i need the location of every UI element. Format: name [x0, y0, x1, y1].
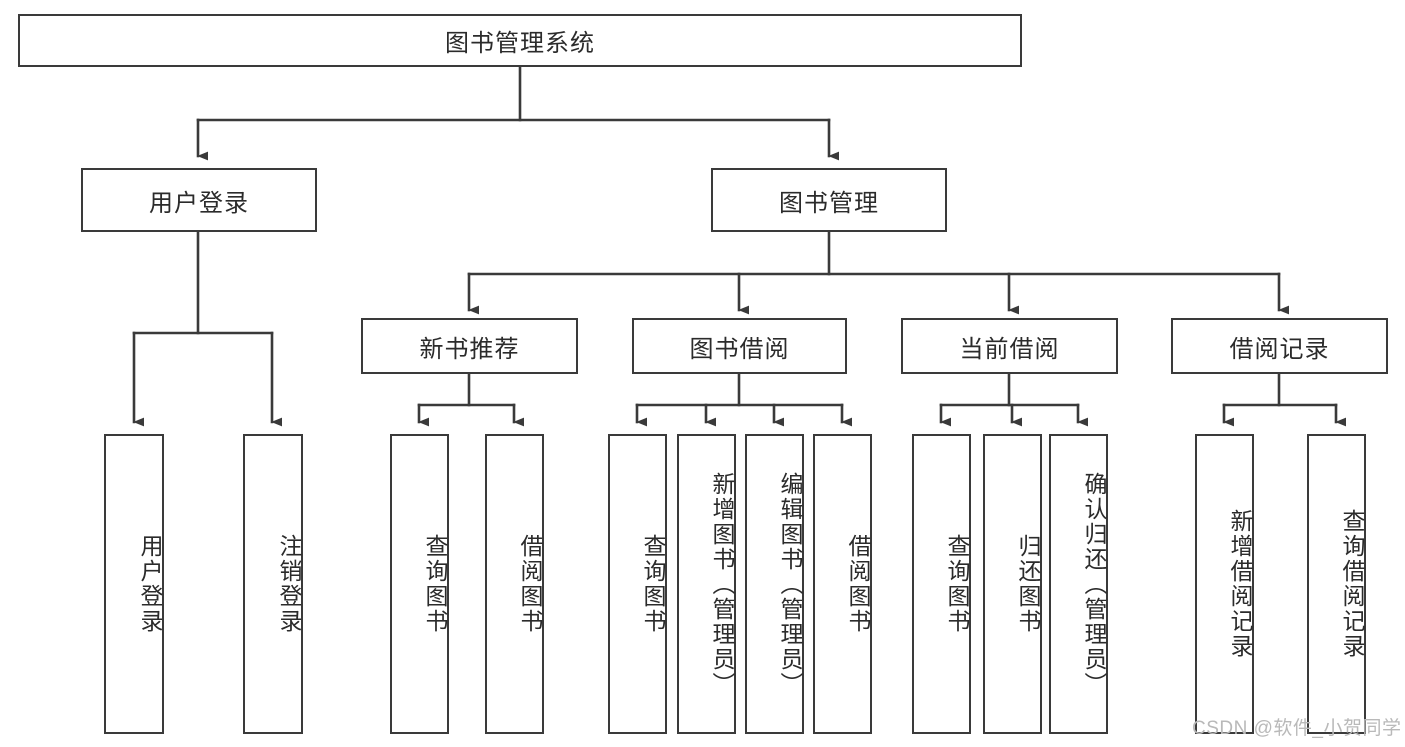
- node-leaf-query-book-1-label: 查询图书: [422, 534, 448, 634]
- node-leaf-borrow-book-2[interactable]: 借阅图书: [813, 434, 872, 734]
- node-leaf-borrow-book-2-label: 借阅图书: [845, 534, 871, 634]
- node-leaf-query-record-label: 查询借阅记录: [1339, 509, 1365, 659]
- node-leaf-borrow-book-1[interactable]: 借阅图书: [485, 434, 544, 734]
- node-root-label: 图书管理系统: [445, 30, 595, 57]
- node-current-borrow-label: 当前借阅: [959, 335, 1060, 363]
- node-leaf-user-login-label: 用户登录: [137, 534, 163, 634]
- node-leaf-borrow-book-1-label: 借阅图书: [517, 534, 543, 634]
- node-leaf-confirm-return-label: 确认归还（管理员）: [1081, 471, 1107, 697]
- node-book-borrow-label: 图书借阅: [689, 335, 790, 363]
- node-leaf-user-login[interactable]: 用户登录: [104, 434, 164, 734]
- node-leaf-logout-login[interactable]: 注销登录: [243, 434, 303, 734]
- node-leaf-query-book-2-label: 查询图书: [640, 534, 666, 634]
- node-leaf-edit-book[interactable]: 编辑图书（管理员）: [745, 434, 804, 734]
- node-leaf-query-record[interactable]: 查询借阅记录: [1307, 434, 1366, 734]
- node-leaf-add-book[interactable]: 新增图书（管理员）: [677, 434, 736, 734]
- node-book-management-label: 图书管理: [779, 189, 879, 217]
- node-leaf-add-record[interactable]: 新增借阅记录: [1195, 434, 1254, 734]
- node-new-book-recommend-label: 新书推荐: [419, 335, 520, 363]
- node-current-borrow[interactable]: 当前借阅: [901, 318, 1118, 374]
- node-root[interactable]: 图书管理系统: [18, 14, 1022, 67]
- node-book-borrow[interactable]: 图书借阅: [632, 318, 847, 374]
- node-book-management[interactable]: 图书管理: [711, 168, 947, 232]
- node-leaf-add-record-label: 新增借阅记录: [1227, 509, 1253, 659]
- node-borrow-record[interactable]: 借阅记录: [1171, 318, 1388, 374]
- node-borrow-record-label: 借阅记录: [1229, 335, 1330, 363]
- node-leaf-add-book-label: 新增图书（管理员）: [709, 471, 735, 697]
- node-leaf-return-book-label: 归还图书: [1015, 534, 1041, 634]
- node-user-login-label: 用户登录: [149, 189, 249, 217]
- node-leaf-query-book-3-label: 查询图书: [944, 534, 970, 634]
- node-leaf-edit-book-label: 编辑图书（管理员）: [777, 471, 803, 697]
- node-leaf-query-book-3[interactable]: 查询图书: [912, 434, 971, 734]
- node-leaf-query-book-1[interactable]: 查询图书: [390, 434, 449, 734]
- node-leaf-query-book-2[interactable]: 查询图书: [608, 434, 667, 734]
- node-leaf-return-book[interactable]: 归还图书: [983, 434, 1042, 734]
- watermark: CSDN @软件_小贺同学: [1192, 718, 1402, 739]
- node-user-login[interactable]: 用户登录: [81, 168, 317, 232]
- node-new-book-recommend[interactable]: 新书推荐: [361, 318, 578, 374]
- node-leaf-confirm-return[interactable]: 确认归还（管理员）: [1049, 434, 1108, 734]
- node-leaf-logout-login-label: 注销登录: [276, 534, 302, 634]
